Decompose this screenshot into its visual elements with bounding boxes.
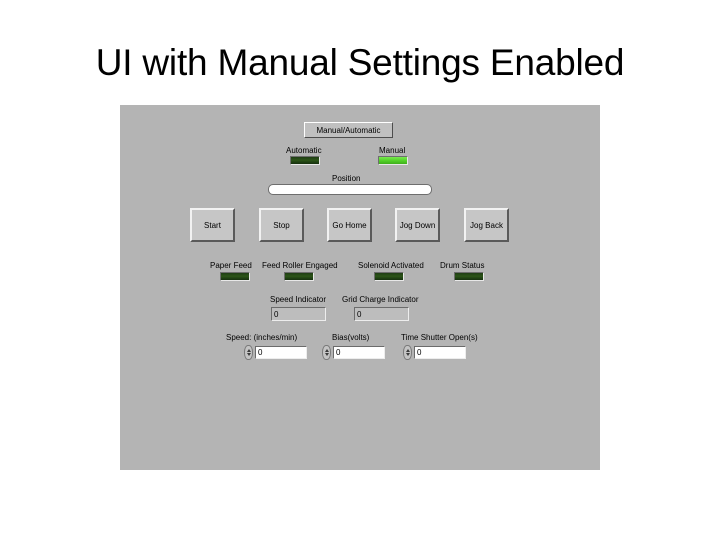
drum-status-led: [454, 272, 484, 281]
chevron-down-icon[interactable]: [405, 353, 410, 356]
chevron-down-icon[interactable]: [246, 353, 251, 356]
manual-led: [378, 156, 408, 165]
position-label: Position: [332, 174, 361, 183]
chevron-down-icon[interactable]: [324, 353, 329, 356]
paper-feed-led-label: Paper Feed: [210, 261, 252, 270]
time-shutter-open-control-input[interactable]: 0: [414, 346, 466, 359]
speed-indicator-label: Speed Indicator: [270, 295, 327, 304]
drum-status-led-label: Drum Status: [440, 261, 485, 270]
solenoid-activated-led: [374, 272, 404, 281]
time-shutter-open-control-spinner[interactable]: [403, 345, 412, 360]
instrument-front-panel: Manual/Automatic Automatic Manual Positi…: [120, 105, 600, 470]
speed-control-label: Speed: (inches/min): [226, 333, 298, 342]
paper-feed-led: [220, 272, 250, 281]
feed-roller-engaged-led: [284, 272, 314, 281]
chevron-up-icon[interactable]: [246, 349, 251, 352]
speed-indicator-field: 0: [271, 307, 326, 321]
position-indicator-field: [268, 184, 432, 195]
time-shutter-open-control-label: Time Shutter Open(s): [401, 333, 478, 342]
manual-automatic-toggle-button[interactable]: Manual/Automatic: [304, 122, 393, 138]
bias-control-input[interactable]: 0: [333, 346, 385, 359]
start-button[interactable]: Start: [190, 208, 235, 242]
page-title: UI with Manual Settings Enabled: [95, 42, 625, 83]
grid-charge-indicator-label: Grid Charge Indicator: [342, 295, 419, 304]
speed-control-spinner[interactable]: [244, 345, 253, 360]
chevron-up-icon[interactable]: [405, 349, 410, 352]
automatic-led-label: Automatic: [286, 146, 322, 155]
automatic-led: [290, 156, 320, 165]
speed-control-input[interactable]: 0: [255, 346, 307, 359]
manual-led-label: Manual: [379, 146, 406, 155]
stop-button[interactable]: Stop: [259, 208, 304, 242]
bias-control-spinner[interactable]: [322, 345, 331, 360]
feed-roller-engaged-led-label: Feed Roller Engaged: [262, 261, 338, 270]
grid-charge-indicator-field: 0: [354, 307, 409, 321]
solenoid-activated-led-label: Solenoid Activated: [358, 261, 424, 270]
go-home-button[interactable]: Go Home: [327, 208, 372, 242]
chevron-up-icon[interactable]: [324, 349, 329, 352]
jog-back-button[interactable]: Jog Back: [464, 208, 509, 242]
bias-control-label: Bias(volts): [332, 333, 370, 342]
jog-down-button[interactable]: Jog Down: [395, 208, 440, 242]
